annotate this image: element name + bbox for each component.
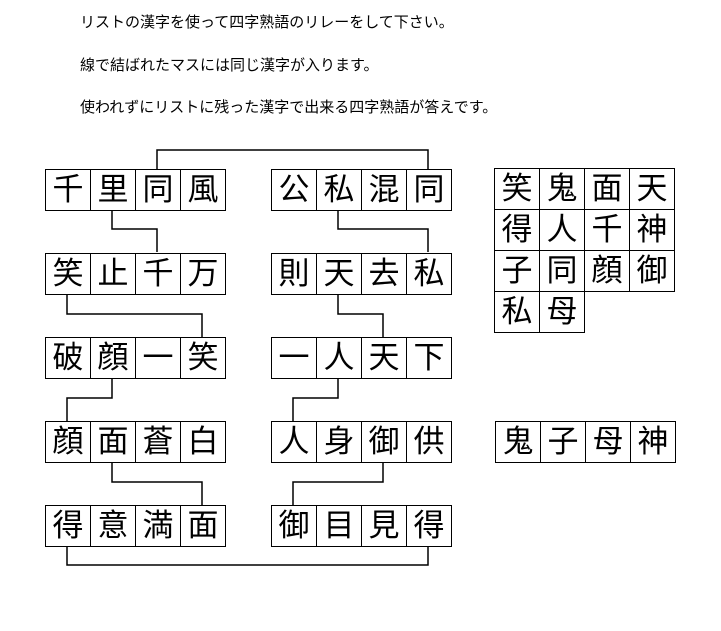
kanji-cell[interactable]: 蒼 — [136, 422, 181, 463]
kanji-cell[interactable]: 風 — [181, 170, 226, 211]
idiom-row: 得 意 満 面 — [45, 505, 226, 547]
connector-line — [337, 295, 384, 337]
answer-cell[interactable]: 子 — [541, 422, 586, 463]
kanji-cell[interactable]: 下 — [407, 338, 452, 379]
kanji-list: 笑 鬼 面 天 得 人 千 神 子 同 顔 御 私 母 — [494, 168, 675, 333]
kanji-cell[interactable]: 混 — [362, 170, 407, 211]
connector-line — [292, 463, 384, 505]
connector-line — [337, 210, 429, 252]
instruction-line-3: 使われずにリストに残った漢字で出来る四字熟語が答えです。 — [80, 98, 498, 116]
kanji-cell[interactable]: 笑 — [181, 338, 226, 379]
kanji-cell[interactable]: 満 — [136, 506, 181, 547]
kanji-cell[interactable]: 供 — [407, 422, 452, 463]
list-kanji[interactable]: 顔 — [584, 250, 630, 292]
kanji-cell[interactable]: 万 — [181, 254, 226, 295]
connector-line — [292, 379, 339, 421]
kanji-cell[interactable]: 私 — [317, 170, 362, 211]
kanji-cell[interactable]: 面 — [181, 506, 226, 547]
kanji-cell[interactable]: 同 — [136, 170, 181, 211]
idiom-row: 千 里 同 風 — [45, 169, 226, 211]
kanji-cell[interactable]: 人 — [272, 422, 317, 463]
list-kanji[interactable]: 千 — [584, 209, 630, 251]
connector-line — [111, 210, 158, 252]
kanji-cell[interactable]: 見 — [362, 506, 407, 547]
kanji-cell[interactable]: 御 — [272, 506, 317, 547]
list-kanji[interactable]: 同 — [539, 250, 585, 292]
answer-row: 鬼 子 母 神 — [495, 421, 676, 463]
kanji-cell[interactable]: 一 — [272, 338, 317, 379]
idiom-row: 公 私 混 同 — [271, 169, 452, 211]
idiom-row: 笑 止 千 万 — [45, 253, 226, 295]
kanji-cell[interactable]: 千 — [136, 254, 181, 295]
kanji-cell[interactable]: 顔 — [91, 338, 136, 379]
kanji-cell[interactable]: 得 — [46, 506, 91, 547]
list-kanji[interactable]: 天 — [629, 168, 675, 210]
answer-cell[interactable]: 母 — [586, 422, 631, 463]
kanji-cell[interactable]: 破 — [46, 338, 91, 379]
list-kanji[interactable]: 母 — [539, 291, 585, 333]
kanji-cell[interactable]: 笑 — [46, 254, 91, 295]
answer-cell[interactable]: 鬼 — [496, 422, 541, 463]
answer-cell[interactable]: 神 — [631, 422, 676, 463]
list-kanji[interactable]: 笑 — [494, 168, 540, 210]
kanji-cell[interactable]: 公 — [272, 170, 317, 211]
connector-line — [156, 149, 429, 169]
kanji-cell[interactable]: 御 — [362, 422, 407, 463]
list-kanji[interactable]: 人 — [539, 209, 585, 251]
kanji-cell[interactable]: 則 — [272, 254, 317, 295]
kanji-cell[interactable]: 同 — [407, 170, 452, 211]
kanji-cell[interactable]: 止 — [91, 254, 136, 295]
connector-line — [66, 295, 203, 337]
kanji-cell[interactable]: 千 — [46, 170, 91, 211]
connector-line — [66, 547, 429, 566]
idiom-row: 一 人 天 下 — [271, 337, 452, 379]
instruction-line-1: リストの漢字を使って四字熟語のリレーをして下さい。 — [80, 13, 454, 31]
list-kanji[interactable]: 鬼 — [539, 168, 585, 210]
idiom-row: 顔 面 蒼 白 — [45, 421, 226, 463]
kanji-cell[interactable]: 得 — [407, 506, 452, 547]
list-kanji[interactable]: 私 — [494, 291, 540, 333]
kanji-cell[interactable]: 私 — [407, 254, 452, 295]
list-kanji[interactable]: 子 — [494, 250, 540, 292]
kanji-cell[interactable]: 顔 — [46, 422, 91, 463]
list-kanji[interactable]: 神 — [629, 209, 675, 251]
idiom-row: 人 身 御 供 — [271, 421, 452, 463]
kanji-cell[interactable]: 面 — [91, 422, 136, 463]
kanji-cell[interactable]: 目 — [317, 506, 362, 547]
kanji-cell[interactable]: 里 — [91, 170, 136, 211]
kanji-cell[interactable]: 天 — [362, 338, 407, 379]
list-kanji[interactable]: 御 — [629, 250, 675, 292]
kanji-cell[interactable]: 一 — [136, 338, 181, 379]
list-kanji[interactable]: 面 — [584, 168, 630, 210]
kanji-cell[interactable]: 天 — [317, 254, 362, 295]
kanji-cell[interactable]: 人 — [317, 338, 362, 379]
idiom-row: 則 天 去 私 — [271, 253, 452, 295]
connector-line — [66, 379, 113, 421]
kanji-cell[interactable]: 去 — [362, 254, 407, 295]
connector-line — [111, 463, 203, 505]
list-kanji[interactable]: 得 — [494, 209, 540, 251]
kanji-cell[interactable]: 意 — [91, 506, 136, 547]
idiom-row: 御 目 見 得 — [271, 505, 452, 547]
kanji-cell[interactable]: 身 — [317, 422, 362, 463]
instruction-line-2: 線で結ばれたマスには同じ漢字が入ります。 — [80, 56, 379, 74]
kanji-cell[interactable]: 白 — [181, 422, 226, 463]
idiom-row: 破 顔 一 笑 — [45, 337, 226, 379]
